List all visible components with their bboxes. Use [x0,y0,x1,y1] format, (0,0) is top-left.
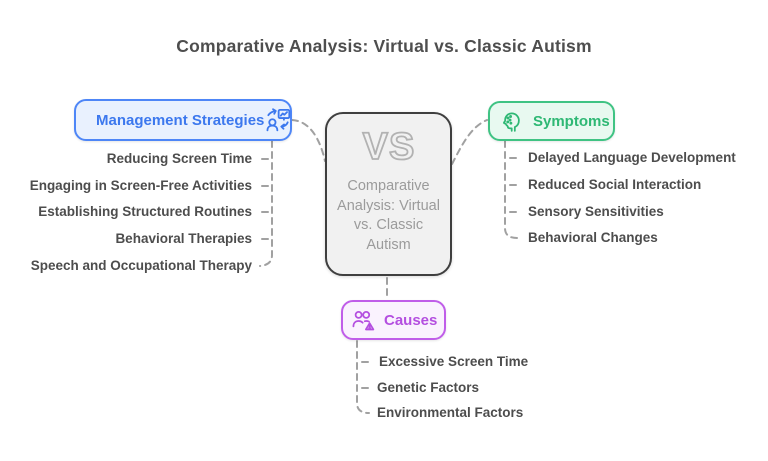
connector-center-symptoms [451,119,488,165]
management-strategies-label: Management Strategies [96,111,265,129]
causes-item: Environmental Factors [377,405,524,420]
head-profile-dots-icon [498,108,525,135]
causes-item: Genetic Factors [377,380,480,395]
center-description: Comparative Analysis: Virtual vs. Classi… [337,178,440,253]
causes-item: Excessive Screen Time [379,354,529,369]
center-vs-node: VS Comparative Analysis: Virtual vs. Cla… [325,112,452,276]
person-screen-sync-icon [264,106,292,134]
symptoms-item: Delayed Language Development [528,150,736,165]
symptoms-item: Behavioral Changes [528,230,658,245]
management-item: Reducing Screen Time [106,151,252,166]
management-item: Engaging in Screen-Free Activities [29,178,252,193]
management-item: Behavioral Therapies [115,231,252,246]
symptoms-item: Sensory Sensitivities [528,204,664,219]
symptoms-branch-trunk [504,140,518,239]
management-branch-trunk [259,140,273,267]
page-title: Comparative Analysis: Virtual vs. Classi… [176,36,592,56]
people-warning-icon [350,307,377,334]
causes-branch-trunk [356,340,370,414]
symptoms-label: Symptoms [533,112,610,130]
causes-node: Causes [341,300,446,340]
management-item: Establishing Structured Routines [38,204,252,219]
symptoms-node: Symptoms [488,101,615,141]
vs-label: VS [362,126,415,168]
management-item: Speech and Occupational Therapy [30,258,252,273]
connector-management-center [291,119,326,162]
vs-badge: VS [343,124,435,175]
symptoms-item: Reduced Social Interaction [528,177,702,192]
management-strategies-node: Management Strategies [74,99,292,141]
causes-label: Causes [384,311,438,329]
